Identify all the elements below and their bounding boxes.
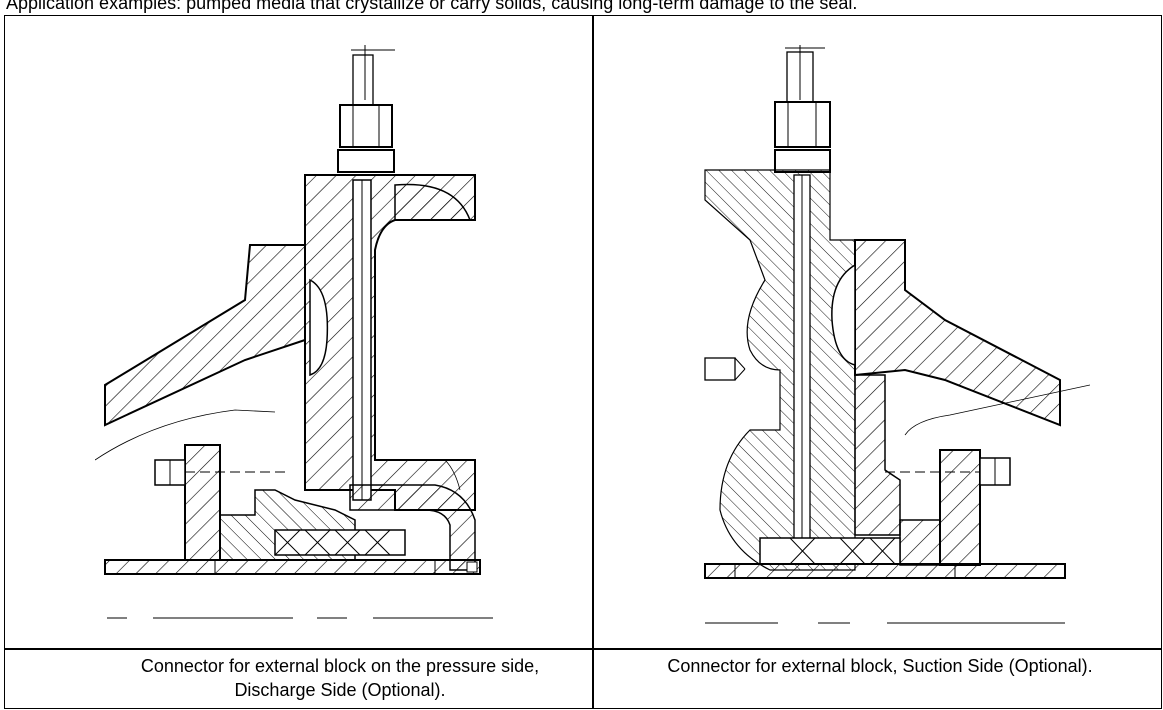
suction-side-drawing	[704, 45, 1090, 624]
column-divider	[592, 15, 594, 709]
discharge-side-drawing	[95, 45, 493, 619]
caption-discharge-side: Connector for external block on the pres…	[140, 656, 540, 700]
header-text: Application examples: pumped media that …	[6, 0, 858, 13]
row-divider	[4, 648, 1162, 650]
table-frame	[4, 15, 1162, 709]
caption-suction-side: Connector for external block, Suction Si…	[667, 656, 1093, 676]
